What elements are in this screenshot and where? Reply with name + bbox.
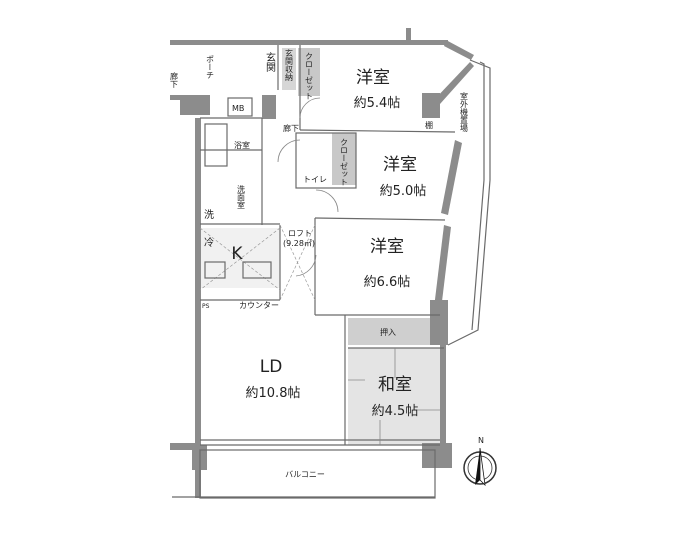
interior-lines — [172, 45, 491, 499]
north-compass-icon: N — [463, 436, 497, 487]
oshiire-label: 押入 — [380, 327, 396, 337]
western-room-3-size: 約6.6帖 — [364, 275, 411, 290]
japanese-room-floor — [348, 348, 444, 445]
oshiire-fill — [348, 318, 430, 345]
western-room-1-name: 洋室 — [356, 68, 390, 88]
fridge-label: 冷 — [204, 236, 214, 249]
washroom-label: 洗面室 — [237, 184, 246, 209]
western-room-2-size: 約5.0帖 — [380, 184, 427, 199]
japanese-room-name: 和室 — [378, 375, 412, 395]
entrance-storage-fill — [282, 48, 296, 90]
closet-fill — [298, 48, 320, 96]
entrance-storage-label: 玄関収納 — [285, 48, 294, 82]
loft-area: (9.28㎡) — [283, 239, 315, 248]
north-label: N — [478, 436, 484, 445]
western-room-3-name: 洋室 — [370, 237, 404, 257]
outer-corridor-label: 廊下 — [170, 71, 179, 89]
hallway-label: 廊下 — [283, 123, 299, 133]
kitchen-name: K — [231, 244, 243, 264]
closet2-label: クローゼット — [340, 138, 349, 186]
closet2-fill — [332, 133, 356, 185]
balcony-label: バルコニー — [285, 470, 325, 479]
western-room-1-size: 約5.4帖 — [354, 96, 401, 111]
closet-label: クローゼット — [305, 52, 314, 100]
shelf-label: 棚 — [425, 120, 433, 130]
mb-label: MB — [232, 104, 244, 113]
bath-label: 浴室 — [234, 140, 250, 150]
counter-label: カウンター — [239, 301, 279, 310]
toilet-label: トイレ — [303, 175, 327, 184]
loft-label: ロフト — [288, 229, 312, 238]
japanese-room-size: 約4.5帖 — [372, 404, 419, 419]
entrance-label: 玄関 — [264, 51, 276, 73]
ld-size: 約10.8帖 — [246, 386, 301, 401]
outdoor-unit-label: 室外機置場 — [460, 91, 469, 133]
porch-label: ポーチ — [206, 55, 215, 79]
western-room-2-name: 洋室 — [383, 155, 417, 175]
ps-label: PS — [202, 303, 210, 310]
ld-name: LD — [260, 357, 283, 377]
washer-label: 洗 — [204, 209, 214, 221]
walls — [170, 28, 474, 498]
